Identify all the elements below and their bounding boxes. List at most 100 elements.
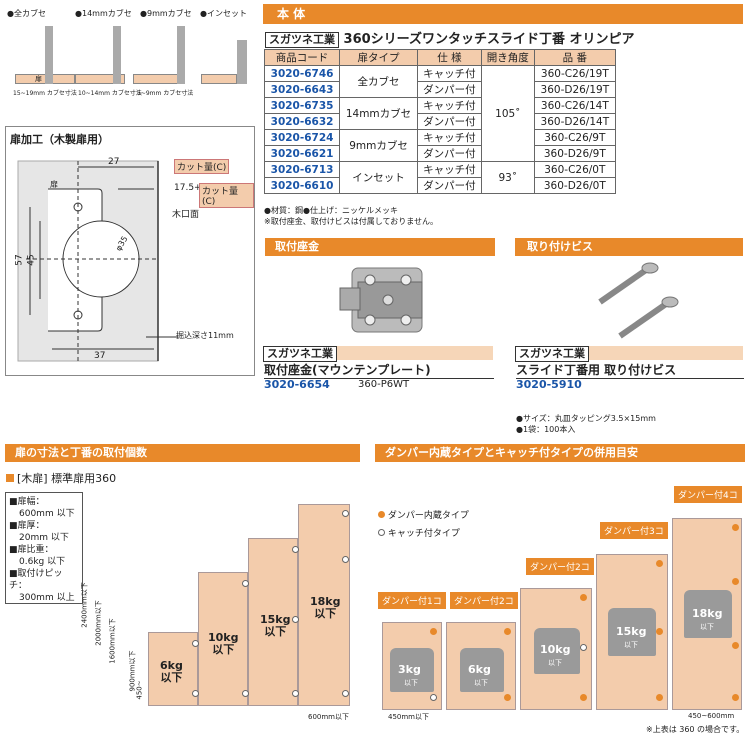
screws-code[interactable]: 3020-5910 <box>516 378 582 391</box>
mount-plate-code[interactable]: 3020-6654 <box>264 378 330 391</box>
door-spec-box: ■扉幅： 600mm 以下 ■扉厚： 20mm 以下 ■扉比重： 0.6kg 以… <box>5 492 83 604</box>
dim-37: 37 <box>94 351 106 361</box>
row-spec: ダンパー付 <box>416 81 482 98</box>
row-code[interactable]: 3020-6735 <box>263 97 341 114</box>
brand-mount: スガツネ工業 <box>263 346 337 362</box>
combo-below-4: 以下 <box>624 641 638 649</box>
legend-damper: ダンパー内蔵タイプ <box>378 508 469 521</box>
row-spec: キャッチ付 <box>416 65 482 82</box>
diagram-label-9: ●9mmカブセ <box>140 9 192 18</box>
orange-dot-icon <box>378 511 385 518</box>
subtitle-text: [木扉] 標準扉用360 <box>17 472 117 485</box>
door-6kg <box>148 632 198 706</box>
door-18kg <box>298 504 350 706</box>
col-door: 扉タイプ <box>339 49 418 66</box>
screws-header-text: 取り付けビス <box>527 240 593 253</box>
weight-icon-10 <box>534 628 580 674</box>
spec-value: 600mm 以下 <box>19 509 75 519</box>
mount-plate-header-text: 取付座金 <box>275 240 319 253</box>
screws-spec2: ●1袋：100本入 <box>516 425 576 434</box>
damper-dot <box>732 524 739 531</box>
weight-6: 6kg 以下 <box>160 659 183 684</box>
diagram-label-full: ●全カブセ <box>7 9 46 18</box>
product-title-row: スガツネ工業 360シリーズワンタッチスライド丁番 オリンピア <box>265 28 635 48</box>
combo-weight-15: 15kg <box>616 625 647 638</box>
screws-name: スライド丁番用 取り付けビス <box>516 361 744 379</box>
dim-45: 45 <box>26 254 37 266</box>
row-code[interactable]: 3020-6746 <box>263 65 341 82</box>
diagram-door-label: 扉 <box>35 75 42 83</box>
door-size-header-text: 扉の寸法と丁番の取付個数 <box>15 446 147 459</box>
row-spec: ダンパー付 <box>416 113 482 130</box>
damper-dot <box>580 694 587 701</box>
cut-amount-2: カット量(C) <box>199 183 254 208</box>
row-code[interactable]: 3020-6610 <box>263 177 341 194</box>
brand-main: スガツネ工業 <box>265 32 339 48</box>
mount-plate-part: 360-P6WT <box>358 379 410 390</box>
tag-3-text: ダンパー付2コ <box>530 563 590 573</box>
combo-chart: ダンパー付1コ ダンパー付2コ ダンパー付2コ ダンパー付3コ ダンパー付4コ … <box>378 478 746 736</box>
col-code: 商品コード <box>263 49 341 66</box>
door-process-drawing <box>17 160 178 362</box>
overlay-diagrams: ●全カブセ ●14mmカブセ ●9mmカブセ ●インセット 扉 15~19mm … <box>5 4 255 97</box>
door-size-header: 扉の寸法と丁番の取付個数 <box>5 444 360 462</box>
spec-label: ■扉比重： <box>9 545 54 555</box>
row-code[interactable]: 3020-6621 <box>263 145 341 162</box>
hinge-hole <box>242 690 249 697</box>
combo-weight-18: 18kg <box>692 607 723 620</box>
height-2400: 2400mm以下 <box>80 582 89 628</box>
door-size-subtitle: [木扉] 標準扉用360 <box>6 470 116 486</box>
weight-icon-15 <box>608 608 656 656</box>
accessory-note: ※取付座金、取付けビスは付属しておりません。 <box>264 217 438 226</box>
row-code[interactable]: 3020-6643 <box>263 81 341 98</box>
door-panel-4 <box>201 74 237 84</box>
damper-dot <box>656 628 663 635</box>
side-panel-1 <box>45 26 53 84</box>
weight-icon-18 <box>684 590 732 638</box>
legend-catch: キャッチ付タイプ <box>378 526 460 539</box>
damper-dot <box>656 560 663 567</box>
row-spec: ダンパー付 <box>416 177 482 194</box>
tag-1-text: ダンパー付1コ <box>382 597 442 607</box>
mount-plate-image <box>339 267 423 333</box>
row-code[interactable]: 3020-6713 <box>263 161 341 178</box>
spec-value: 20mm 以下 <box>19 533 69 543</box>
row-part: 360-C26/0T <box>533 161 617 178</box>
tag-1: ダンパー付1コ <box>378 592 446 609</box>
combo-below-2: 以下 <box>474 679 488 687</box>
row-door-type: 14mmカブセ <box>339 97 418 130</box>
main-header: 本 体 <box>263 4 743 24</box>
combo-header: ダンパー内蔵タイプとキャッチ付タイプの併用目安 <box>375 444 745 462</box>
spec-value: 300mm 以上 <box>19 593 75 603</box>
dim-175: 17.5+ <box>174 183 202 193</box>
side-panel-3 <box>177 26 185 84</box>
row-code[interactable]: 3020-6632 <box>263 113 341 130</box>
subtitle-square-icon <box>6 474 14 482</box>
col-part: 品 番 <box>533 49 617 66</box>
combo-width-left: 450mm以下 <box>388 713 429 721</box>
mount-plate-header: 取付座金 <box>265 238 495 256</box>
catch-dot <box>580 644 587 651</box>
col-spec: 仕 様 <box>416 49 482 66</box>
diagram-label-14: ●14mmカブセ <box>75 9 132 18</box>
weight-icon-3 <box>390 648 434 692</box>
row-part: 360-C26/9T <box>533 129 617 146</box>
tag-2: ダンパー付2コ <box>450 592 518 609</box>
row-spec: キャッチ付 <box>416 129 482 146</box>
row-part: 360-D26/9T <box>533 145 617 162</box>
door-stair-chart: 6kg 以下 10kg 以下 15kg 以下 18kg 以下 2400mm以下 … <box>81 500 360 730</box>
caption-3: 5~9mm カブセ寸法 <box>137 90 194 97</box>
combo-weight-6: 6kg <box>468 663 491 676</box>
row-code[interactable]: 3020-6724 <box>263 129 341 146</box>
weight-10: 10kg 以下 <box>208 631 239 656</box>
damper-dot <box>504 628 511 635</box>
hinge-hole <box>292 546 299 553</box>
combo-below-1: 以下 <box>404 679 418 687</box>
combo-weight-10: 10kg <box>540 643 571 656</box>
tag-2-text: ダンパー付2コ <box>454 597 514 607</box>
tag-5-text: ダンパー付4コ <box>678 491 738 501</box>
